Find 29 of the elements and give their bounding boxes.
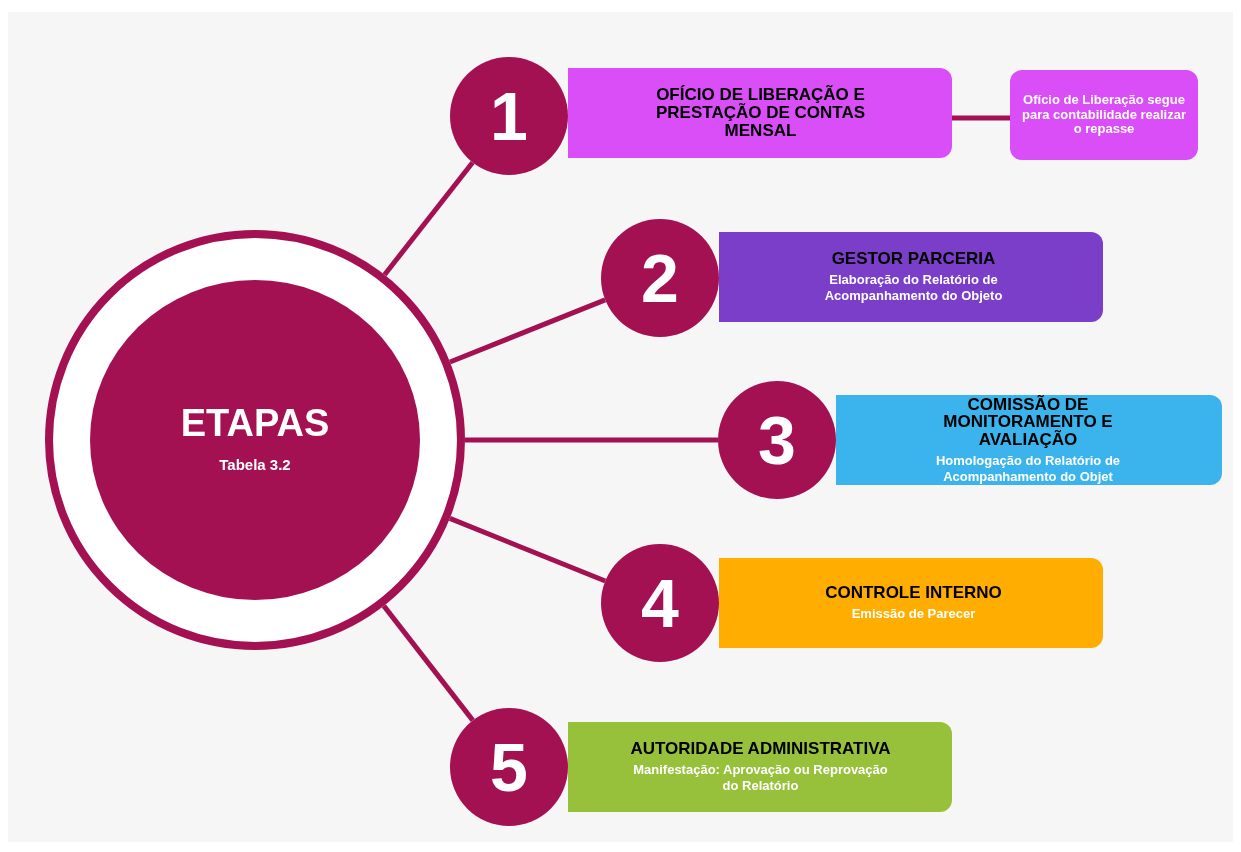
step-box [568,722,952,812]
step-description: Homologação do Relatório de Acompanhamento do Objet [934,453,1122,485]
connector-line [449,297,607,365]
step-box [719,232,1103,322]
connector-line [382,160,475,277]
step-heading: GESTOR PARCERIA [830,250,997,269]
connector-line [465,437,718,443]
step-box [568,68,952,158]
step-number: 3 [758,406,796,474]
note-text: Ofício de Liberação segue para contabilidade realizar o repasse [1022,92,1186,138]
step-number: 2 [641,244,679,312]
step-description: Manifestação: Aprovação ou Reprovação do Relatório [632,762,889,794]
connector-line [448,516,607,584]
center-subtitle: Tabela 3.2 [219,454,291,475]
step-heading: AUTORIDADE ADMINISTRATIVA [629,740,892,759]
center-title: ETAPAS [180,403,330,442]
connector-line [381,604,475,722]
note-box [1010,70,1198,160]
step-number: 1 [490,82,528,150]
step-number: 5 [490,733,528,801]
step-box [719,558,1103,648]
step-number: 4 [641,569,679,637]
step-box [836,395,1222,485]
step-description: Emissão de Parecer [850,606,977,622]
step-heading: COMISSÃO DE MONITORAMENTO E AVALIAÇÃO [942,395,1114,450]
step-heading: OFÍCIO DE LIBERAÇÃO E PRESTAÇÃO DE CONTAS MENSAL [654,86,866,140]
step-heading: CONTROLE INTERNO [824,584,1003,603]
connector-line [952,115,1010,121]
step-description: Elaboração do Relatório de Acompanhamento do Objeto [823,272,1004,304]
